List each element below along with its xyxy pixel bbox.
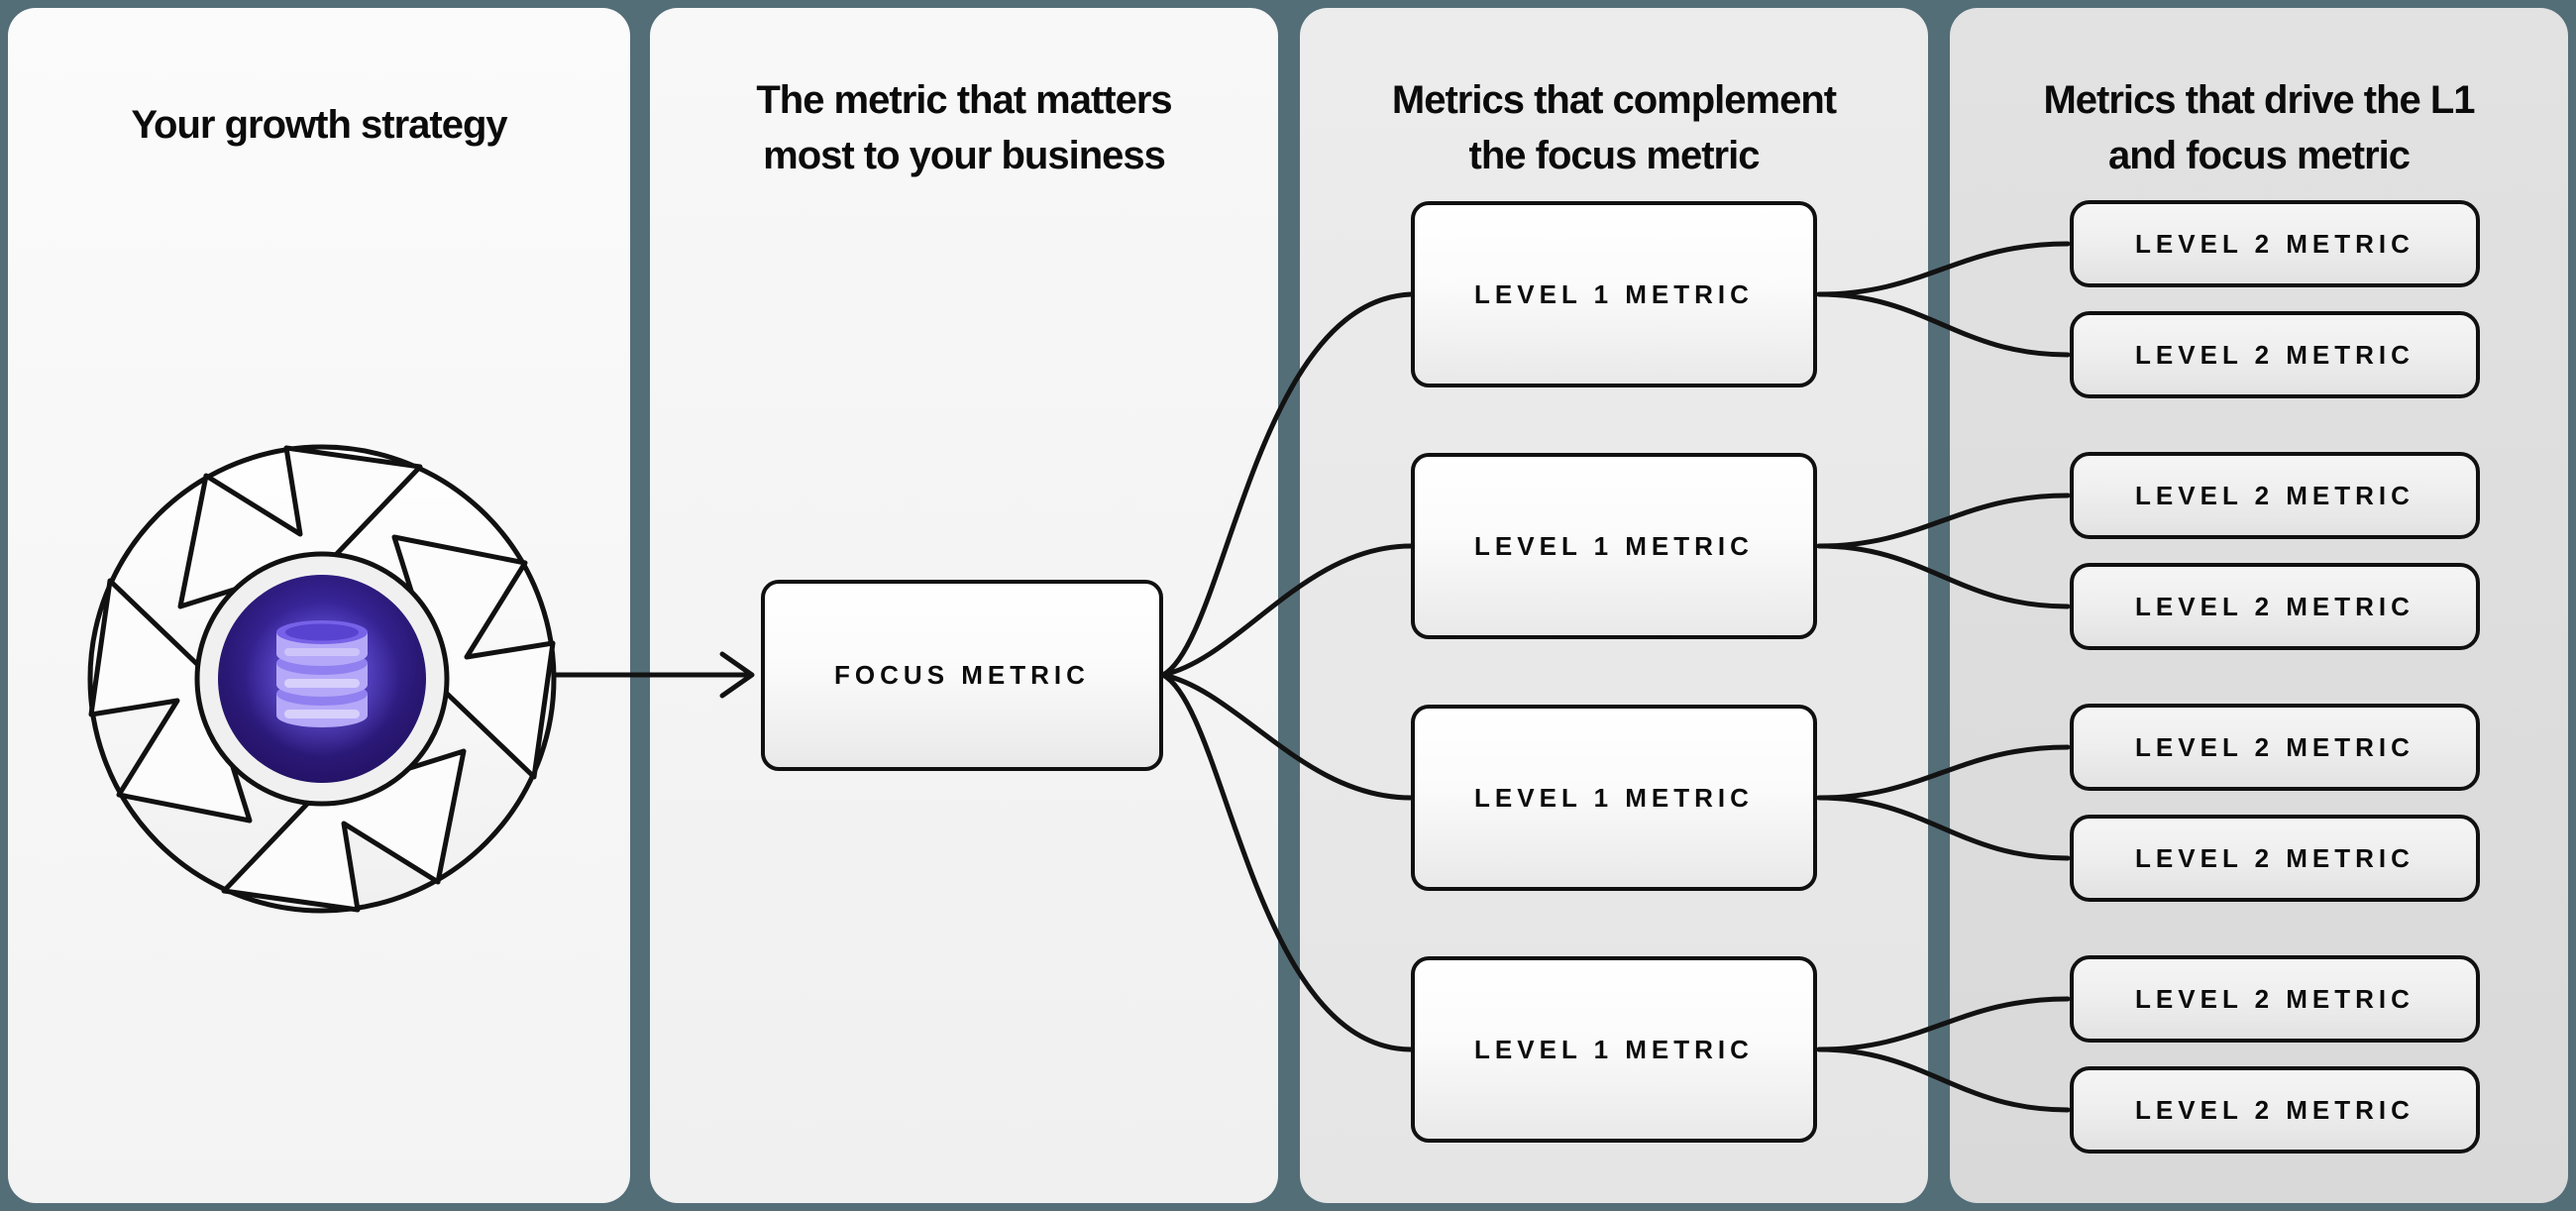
level1-metric-box-3: LEVEL 1 METRIC xyxy=(1411,705,1817,891)
connector-l1-3-l2-5 xyxy=(1816,744,2071,801)
connector-focus-l1-1 xyxy=(1160,291,1414,678)
title-line: and focus metric xyxy=(2107,134,2411,177)
level2-metric-label: LEVEL 2 METRIC xyxy=(2135,983,2415,1014)
level1-metric-label: LEVEL 1 METRIC xyxy=(1474,278,1754,309)
title-line: Metrics that complement xyxy=(1391,78,1837,122)
level2-metric-box-1: LEVEL 2 METRIC xyxy=(2070,200,2480,287)
panel-title-growth-strategy: Your growth strategy xyxy=(8,97,630,153)
level2-metric-label: LEVEL 2 METRIC xyxy=(2135,480,2415,510)
level1-metric-label: LEVEL 1 METRIC xyxy=(1474,1034,1754,1064)
level1-metric-box-1: LEVEL 1 METRIC xyxy=(1411,201,1817,387)
connector-focus-l1-3 xyxy=(1160,672,1414,801)
focus-metric-box: FOCUS METRIC xyxy=(761,580,1163,771)
database-icon xyxy=(276,620,368,727)
level2-metric-box-8: LEVEL 2 METRIC xyxy=(2070,1066,2480,1154)
connector-l1-3-l2-6 xyxy=(1816,795,2071,861)
panel-focus-metric: The metric that matters most to your bus… xyxy=(650,8,1278,1203)
level2-metric-box-4: LEVEL 2 METRIC xyxy=(2070,563,2480,650)
connector-l1-4-l2-7 xyxy=(1816,996,2071,1052)
connector-l1-1-l2-2 xyxy=(1816,291,2071,358)
panel-title-level1-metrics: Metrics that complement the focus metric xyxy=(1300,72,1928,183)
panel-title-focus-metric: The metric that matters most to your bus… xyxy=(650,72,1278,183)
level2-metric-label: LEVEL 2 METRIC xyxy=(2135,731,2415,762)
level2-metric-box-3: LEVEL 2 METRIC xyxy=(2070,452,2480,539)
level1-metric-box-2: LEVEL 1 METRIC xyxy=(1411,453,1817,639)
connector-focus-l1-4 xyxy=(1160,672,1414,1052)
title-line: The metric that matters xyxy=(756,78,1172,122)
connector-focus-l1-2 xyxy=(1160,543,1414,678)
level2-metric-box-6: LEVEL 2 METRIC xyxy=(2070,815,2480,902)
focus-metric-label: FOCUS METRIC xyxy=(834,660,1090,690)
title-line: most to your business xyxy=(763,134,1166,177)
flywheel-blades xyxy=(88,445,556,913)
panel-title-level2-metrics: Metrics that drive the L1 and focus metr… xyxy=(1950,72,2568,183)
level2-metric-label: LEVEL 2 METRIC xyxy=(2135,1094,2415,1125)
level2-metric-label: LEVEL 2 METRIC xyxy=(2135,339,2415,370)
flywheel-database-icon xyxy=(87,444,557,914)
title-line: Metrics that drive the L1 xyxy=(2043,78,2475,122)
level1-metric-label: LEVEL 1 METRIC xyxy=(1474,782,1754,813)
level2-metric-box-5: LEVEL 2 METRIC xyxy=(2070,704,2480,791)
title-line: Your growth strategy xyxy=(131,103,507,147)
connector-l1-2-l2-4 xyxy=(1816,543,2071,609)
level1-metric-box-4: LEVEL 1 METRIC xyxy=(1411,956,1817,1143)
connector-l1-4-l2-8 xyxy=(1816,1046,2071,1113)
connector-l1-1-l2-1 xyxy=(1816,241,2071,297)
level2-metric-box-7: LEVEL 2 METRIC xyxy=(2070,955,2480,1043)
level2-metric-box-2: LEVEL 2 METRIC xyxy=(2070,311,2480,398)
level1-metric-label: LEVEL 1 METRIC xyxy=(1474,530,1754,561)
level2-metric-label: LEVEL 2 METRIC xyxy=(2135,228,2415,259)
connector-l1-2-l2-3 xyxy=(1816,493,2071,549)
level2-metric-label: LEVEL 2 METRIC xyxy=(2135,591,2415,621)
level2-metric-label: LEVEL 2 METRIC xyxy=(2135,842,2415,873)
arrowhead-icon xyxy=(719,651,755,699)
title-line: the focus metric xyxy=(1468,134,1761,177)
